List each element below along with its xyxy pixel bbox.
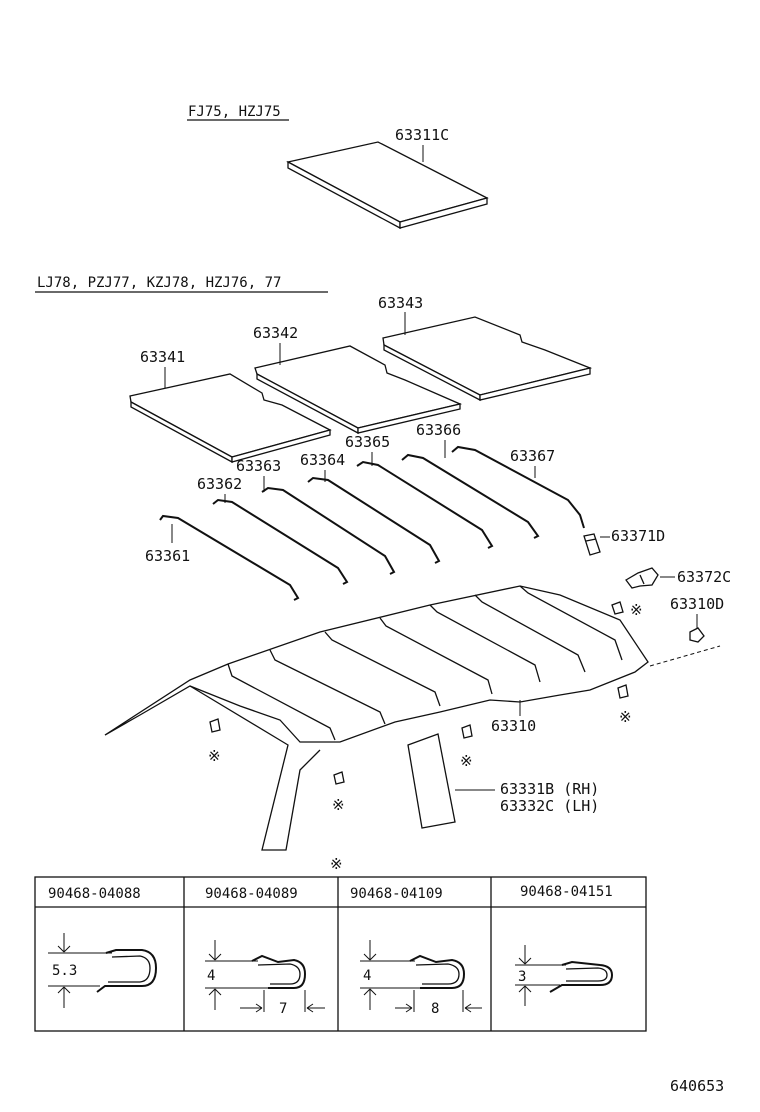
part-label-63366: 63366 bbox=[416, 421, 461, 439]
part-label-63371D: 63371D bbox=[611, 527, 665, 545]
part-label-63342: 63342 bbox=[253, 324, 298, 342]
roof-bow-63365 bbox=[356, 460, 494, 549]
clip-table-col-2: 90468-04089 bbox=[205, 886, 298, 902]
clip-63371D bbox=[583, 533, 601, 556]
clip-left-1 bbox=[209, 718, 221, 733]
part-label-63361: 63361 bbox=[145, 547, 190, 565]
roof-bow-63366 bbox=[401, 453, 540, 539]
part-label-63343: 63343 bbox=[378, 294, 423, 312]
figure-number: 640653 bbox=[670, 1077, 724, 1095]
clip-mark-mid: ※ bbox=[460, 752, 473, 770]
clip-drawing-04089 bbox=[205, 940, 325, 1013]
dim-04089-width: 7 bbox=[279, 1001, 287, 1017]
clip-table-col-1: 90468-04088 bbox=[48, 886, 141, 902]
clip-mid bbox=[461, 724, 473, 739]
clip-mark-left-1: ※ bbox=[208, 747, 221, 765]
part-label-63367: 63367 bbox=[510, 447, 555, 465]
roof-bow-63367 bbox=[451, 445, 585, 529]
roof-bow-63361 bbox=[159, 514, 300, 601]
dim-04109-width: 8 bbox=[431, 1001, 439, 1017]
dim-04151-height: 3 bbox=[518, 969, 526, 985]
roof-headlining-63310 bbox=[104, 585, 649, 851]
headlining-panel-63342 bbox=[254, 345, 463, 435]
roof-bow-63364 bbox=[307, 476, 441, 564]
part-label-63362: 63362 bbox=[197, 475, 242, 493]
table-clip-mark: ※ bbox=[330, 855, 343, 873]
part-label-63310D: 63310D bbox=[670, 595, 724, 613]
part-label-63341: 63341 bbox=[140, 348, 185, 366]
pillar-garnish-63331B bbox=[407, 733, 456, 829]
clip-left-2 bbox=[333, 771, 345, 785]
part-label-63311C: 63311C bbox=[395, 126, 449, 144]
roof-bow-63363 bbox=[261, 486, 396, 575]
clip-mark-right-2: ※ bbox=[619, 708, 632, 726]
clip-right-2 bbox=[617, 684, 629, 699]
bracket-63372C bbox=[625, 567, 659, 589]
roof-bow-63362 bbox=[212, 498, 349, 585]
part-label-63331B: 63331B (RH) bbox=[500, 780, 599, 798]
section-title-lj78: LJ78, PZJ77, KZJ78, HZJ76, 77 bbox=[37, 275, 281, 291]
part-label-63364: 63364 bbox=[300, 451, 345, 469]
clip-drawing-04151 bbox=[515, 945, 614, 1006]
part-label-63372C: 63372C bbox=[677, 568, 731, 586]
dim-04088-height: 5.3 bbox=[52, 963, 77, 979]
clip-table-col-4: 90468-04151 bbox=[520, 884, 613, 900]
part-label-63365: 63365 bbox=[345, 433, 390, 451]
dim-04089-height: 4 bbox=[207, 968, 215, 984]
clip-mark-symbol: ※ bbox=[630, 601, 643, 619]
dim-04109-height: 4 bbox=[363, 968, 371, 984]
section-title-fj75: FJ75, HZJ75 bbox=[188, 104, 281, 120]
leader-dashed-63310D bbox=[649, 645, 721, 667]
clip-drawing-04088 bbox=[48, 933, 158, 1008]
part-label-63310: 63310 bbox=[491, 717, 536, 735]
clip-with-mark-right bbox=[611, 601, 624, 615]
clip-drawing-04109 bbox=[360, 940, 482, 1013]
headlining-panel-63343 bbox=[382, 316, 593, 402]
clip-table bbox=[34, 876, 647, 1032]
fastener-63310D bbox=[689, 627, 705, 643]
part-label-63332C: 63332C (LH) bbox=[500, 797, 599, 815]
clip-mark-left-2: ※ bbox=[332, 796, 345, 814]
roof-headlining-panel-single bbox=[286, 141, 489, 230]
clip-table-col-3: 90468-04109 bbox=[350, 886, 443, 902]
headlining-panel-63341 bbox=[129, 373, 332, 464]
part-label-63363: 63363 bbox=[236, 457, 281, 475]
